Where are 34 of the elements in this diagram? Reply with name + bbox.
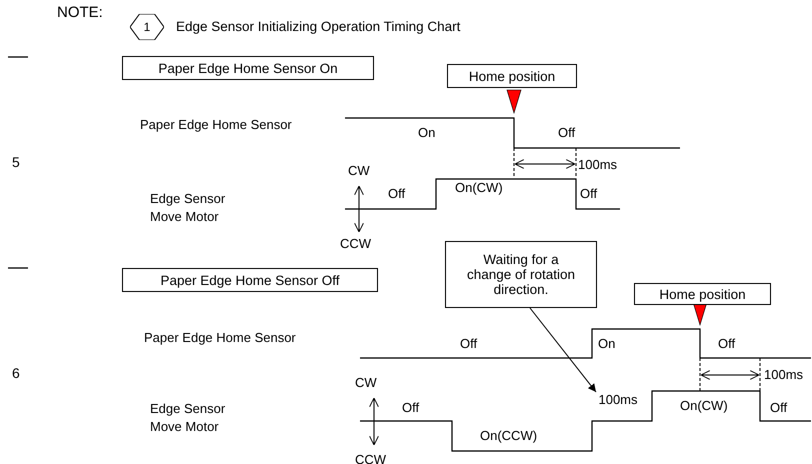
duration-label: 100ms <box>578 157 618 172</box>
chart-title: Edge Sensor Initializing Operation Timing Chart <box>176 19 460 34</box>
state-label: Off <box>388 186 406 201</box>
signal-name: Paper Edge Home Sensor <box>144 330 296 345</box>
direction-label: CCW <box>340 236 372 251</box>
state-label: On(CCW) <box>480 428 538 443</box>
signal-name: Paper Edge Home Sensor <box>140 117 292 132</box>
direction-label: CW <box>355 375 377 390</box>
callout-box: Home position <box>634 283 771 305</box>
state-label: Off <box>558 125 576 140</box>
state-label: On(CW) <box>680 398 728 413</box>
timing-label: 100ms <box>596 392 640 407</box>
state-label: On <box>598 336 616 351</box>
signal-name: Edge Sensor Move Motor <box>150 190 226 226</box>
state-label: Off <box>402 400 420 415</box>
signal-name: Edge Sensor Move Motor <box>150 400 226 436</box>
direction-label: CW <box>348 163 370 178</box>
state-label: Off <box>718 336 736 351</box>
hexagon-marker: 1 <box>130 14 164 40</box>
section-heading-box: Paper Edge Home Sensor Off <box>122 268 378 292</box>
margin-number: 5 <box>12 155 20 170</box>
state-label: Off <box>770 400 788 415</box>
state-label: Off <box>460 336 478 351</box>
direction-label: CCW <box>355 452 386 464</box>
margin-number: 6 <box>12 366 20 381</box>
note-label: NOTE: <box>57 5 103 20</box>
state-label: Off <box>580 186 598 201</box>
state-label: On(CW) <box>455 180 503 195</box>
section-heading-box: Paper Edge Home Sensor On <box>122 56 374 80</box>
state-label: On <box>418 125 436 140</box>
duration-label: 100ms <box>764 367 804 382</box>
callout-box: Home position <box>447 64 577 88</box>
callout-box: Waiting for a change of rotation direction. <box>445 241 597 308</box>
leader-line <box>530 308 596 392</box>
